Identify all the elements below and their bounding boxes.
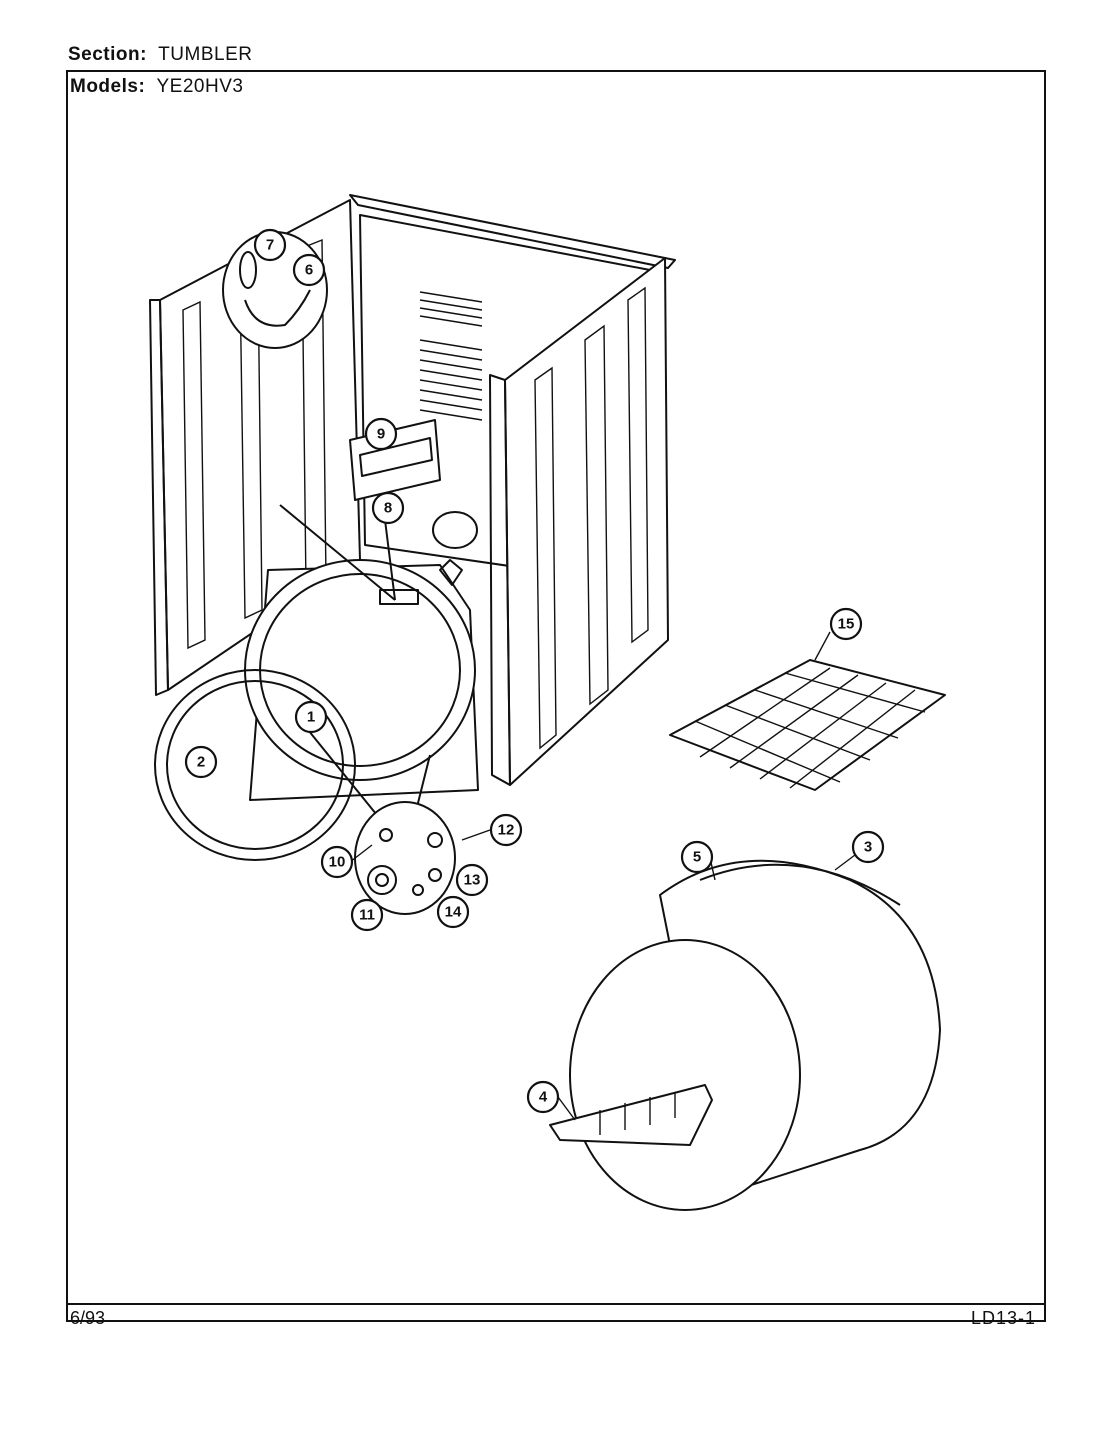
callout-11: 11	[350, 898, 384, 932]
bearing-nut	[427, 832, 443, 848]
callout-13-label: 13	[464, 872, 481, 889]
callout-8: 8	[371, 491, 405, 525]
callout-6: 6	[292, 253, 326, 287]
front-bulkhead	[244, 559, 479, 801]
bearing-shaft	[375, 873, 389, 887]
callout-13: 13	[455, 863, 489, 897]
models-value: YE20HV3	[156, 76, 244, 97]
felt-seal-inner	[166, 680, 344, 850]
callout-15: 15	[829, 607, 863, 641]
callout-11-label: 11	[359, 907, 375, 924]
callout-15-label: 15	[838, 616, 855, 633]
diagram-frame	[66, 70, 1046, 1322]
callout-12: 12	[489, 813, 523, 847]
section-heading: Section: TUMBLER	[68, 44, 252, 66]
callout-10-label: 10	[329, 854, 346, 871]
thermostat-wire-harness	[244, 289, 311, 327]
callout-5: 5	[680, 840, 714, 874]
callout-5-label: 5	[693, 849, 701, 866]
leader-thermostat	[279, 504, 396, 601]
cabinet-right-flange	[489, 374, 511, 786]
rear-bearing-hub	[367, 865, 397, 895]
callout-7-label: 7	[266, 237, 274, 254]
callout-1: 1	[294, 700, 328, 734]
footer-doc-code: LD13-1	[970, 1308, 1036, 1328]
rack-wires	[694, 667, 926, 789]
lint-filter-grille	[359, 437, 433, 477]
bearing-detail	[299, 719, 456, 915]
tumbler-drum	[549, 859, 941, 1211]
drum-felt-seal	[154, 669, 356, 861]
callout-3-label: 3	[864, 839, 872, 856]
section-label: Section:	[68, 44, 147, 65]
baffle-ribs	[599, 1092, 676, 1135]
drying-rack	[669, 659, 946, 791]
callout-3: 3	[851, 830, 885, 864]
callout-2-label: 2	[197, 754, 205, 771]
bulkhead-opening-outer	[244, 559, 476, 781]
leader-bearing	[299, 719, 386, 826]
rack-frame	[669, 659, 946, 791]
drum-baffle	[549, 1084, 713, 1146]
felt-seal-outer	[154, 669, 356, 861]
cabinet-left-flange	[149, 299, 169, 696]
footer-date: 6/93	[70, 1308, 106, 1328]
callout-12-label: 12	[498, 822, 515, 839]
callout-2: 2	[184, 745, 218, 779]
callout-4: 4	[526, 1080, 560, 1114]
callout-8-label: 8	[384, 500, 392, 517]
callout-7: 7	[253, 228, 287, 262]
callout-9-label: 9	[377, 426, 385, 443]
callout-14: 14	[436, 895, 470, 929]
thermostat-sensor	[239, 251, 257, 289]
callout-6-label: 6	[305, 262, 313, 279]
callout-14-label: 14	[445, 904, 462, 921]
callout-9: 9	[364, 417, 398, 451]
thermistor-mount	[379, 589, 419, 605]
bulkhead-tab	[439, 559, 463, 586]
section-value: TUMBLER	[158, 44, 253, 65]
callout-1-label: 1	[307, 709, 315, 726]
drum-front-face	[569, 939, 801, 1211]
callout-10: 10	[320, 845, 354, 879]
rear-vent-louvres	[419, 291, 483, 421]
rear-exhaust-opening	[432, 511, 478, 549]
bearing-washer	[428, 868, 442, 882]
leader-filter	[384, 519, 396, 601]
models-heading: Models: YE20HV3	[70, 76, 243, 98]
models-label: Models:	[70, 76, 146, 97]
bearing-bolt	[379, 828, 393, 842]
drum-rear-seam	[699, 863, 901, 906]
bearing-ring	[412, 884, 424, 896]
footer-divider	[66, 1303, 1046, 1305]
cabinet-top-rail	[349, 194, 676, 269]
bearing-bubble	[354, 801, 456, 915]
callout-4-label: 4	[539, 1089, 548, 1106]
